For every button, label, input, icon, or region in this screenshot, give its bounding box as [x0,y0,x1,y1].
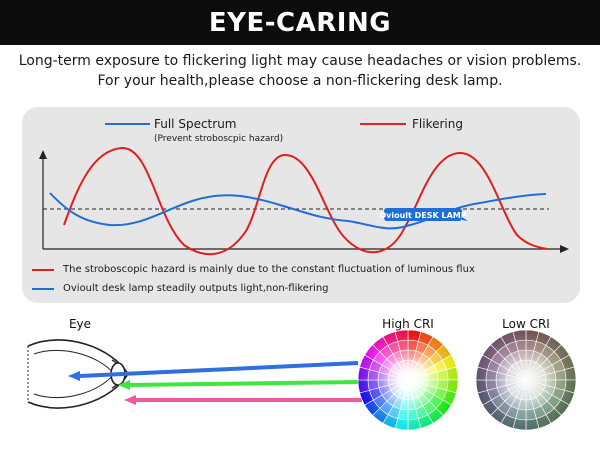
note-flicker-swatch [32,268,54,271]
desk-lamp-callout-label: Ovioult DESK LAMP [379,211,466,220]
intro-line-2: For your health,please choose a non-flic… [97,73,503,89]
legend-full-spectrum-label: Full Spectrum [154,117,236,131]
intro-text: Long-term exposure to flickering light m… [0,51,600,91]
note-flicker-text: The stroboscopic hazard is mainly due to… [63,264,475,275]
flicker-comparison-panel: Full Spectrum (Prevent stroboscpic hazar… [22,107,580,303]
light-rays [68,361,362,405]
ray-green-arrow [118,380,130,390]
desk-lamp-callout: Ovioult DESK LAMP [379,208,468,221]
note-full-spectrum-swatch [32,287,54,290]
high-cri-label: High CRI [382,317,434,331]
ray-blue-arrow [68,371,80,381]
ray-blue [79,361,359,378]
title-banner: EYE-CARING [0,0,600,45]
ray-green [127,380,361,387]
intro-line-1: Long-term exposure to flickering light m… [18,53,582,69]
low-cri-center-glow [476,330,576,430]
flicker-wave [63,146,548,256]
chart-axes [39,150,569,253]
waveform-diagram: Full Spectrum (Prevent stroboscpic hazar… [39,117,569,256]
cri-illustration [27,329,577,431]
legend-flickering-label: Flikering [412,117,463,131]
note-full-spectrum: Ovioult desk lamp steadily outputs light… [22,283,329,294]
low-cri-label: Low CRI [502,317,550,331]
page-title: EYE-CARING [208,7,392,38]
full-spectrum-wave [49,192,547,230]
high-cri-center-glow [358,330,458,430]
ray-pink-arrow [124,395,136,405]
note-full-spectrum-text: Ovioult desk lamp steadily outputs light… [63,283,329,294]
legend-full-spectrum-sublabel: (Prevent stroboscpic hazard) [154,134,283,144]
eye-label: Eye [68,317,92,331]
note-flicker: The stroboscopic hazard is mainly due to… [22,264,475,275]
